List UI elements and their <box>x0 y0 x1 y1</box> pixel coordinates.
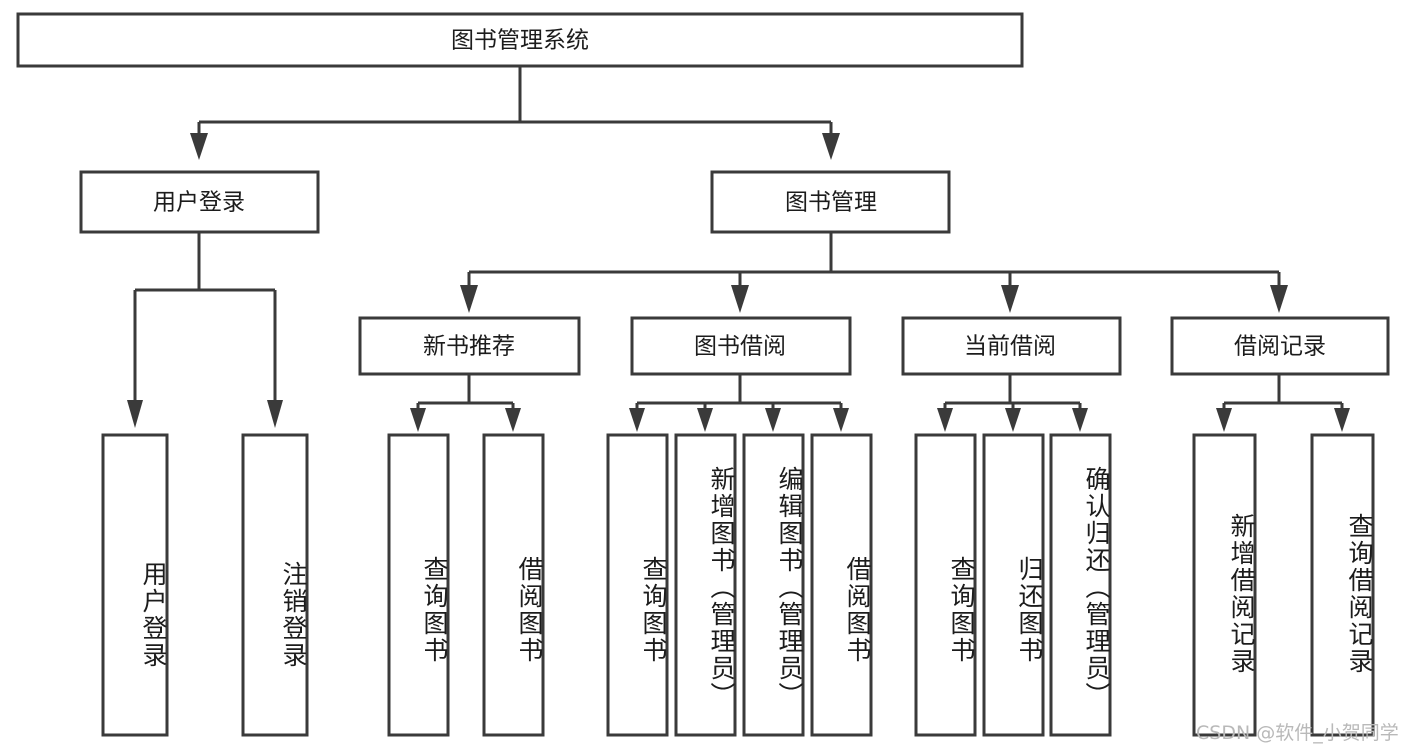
node-current-borrow-label: 当前借阅 <box>964 334 1056 360</box>
leaf-box-borrow-record-2[interactable] <box>1310 433 1375 737</box>
leaf-box-user-login-1[interactable] <box>101 433 169 737</box>
arrowhead-user-login <box>190 133 208 160</box>
connector-group-book-borrow <box>629 374 849 432</box>
arrowhead-book-manage <box>822 133 840 160</box>
connector-group-book-manage <box>460 232 1288 313</box>
connector-group-current-borrow <box>937 374 1088 432</box>
node-book-manage[interactable]: 图书管理 <box>710 170 951 234</box>
arrowhead-leaf-bb-2 <box>697 408 713 432</box>
node-book-borrow-box[interactable] <box>630 316 852 376</box>
arrowhead-leaf-bb-1 <box>629 408 645 432</box>
leaf-box-new-book-1[interactable] <box>387 433 450 737</box>
arrowhead-borrow-record <box>1270 285 1288 313</box>
arrowhead-leaf-ul-1 <box>127 400 143 428</box>
leaf-box-user-login-2[interactable] <box>241 433 309 737</box>
node-root[interactable]: 图书管理系统 <box>16 12 1024 68</box>
arrowhead-leaf-ul-2 <box>267 400 283 428</box>
node-book-borrow-label: 图书借阅 <box>694 334 786 360</box>
node-user-login-box[interactable] <box>79 170 320 234</box>
node-new-book-recommend[interactable]: 新书推荐 <box>358 316 581 376</box>
node-borrow-record-label: 借阅记录 <box>1234 334 1326 360</box>
leaf-box-current-borrow-1[interactable] <box>914 433 977 737</box>
leaf-box-current-borrow-2[interactable] <box>982 433 1045 737</box>
connector-group-user-login <box>127 232 283 428</box>
arrowhead-leaf-nb-1 <box>410 408 426 432</box>
arrowhead-leaf-br-1 <box>1216 408 1232 432</box>
leaf-box-new-book-2[interactable] <box>482 433 545 737</box>
arrowhead-leaf-cb-1 <box>937 408 953 432</box>
leaf-box-book-borrow-2[interactable] <box>674 433 737 737</box>
node-borrow-record-box[interactable] <box>1170 316 1390 376</box>
csdn-watermark: CSDN @软件_小贺同学 <box>1196 722 1399 744</box>
arrowhead-book-borrow <box>731 285 749 313</box>
node-new-book-recommend-label: 新书推荐 <box>423 334 515 360</box>
leaf-box-current-borrow-3[interactable] <box>1049 433 1112 737</box>
node-book-manage-box[interactable] <box>710 170 951 234</box>
arrowhead-new-book <box>460 285 478 313</box>
arrowhead-leaf-br-2 <box>1334 408 1350 432</box>
connector-group-new-book <box>410 374 521 432</box>
connector-group-borrow-record <box>1216 374 1350 432</box>
node-current-borrow-box[interactable] <box>901 316 1122 376</box>
arrowhead-leaf-cb-3 <box>1072 408 1088 432</box>
connector-group-root <box>190 66 840 160</box>
node-book-manage-label: 图书管理 <box>785 190 877 216</box>
arrowhead-leaf-bb-4 <box>833 408 849 432</box>
arrowhead-leaf-bb-3 <box>765 408 781 432</box>
arrowhead-leaf-cb-2 <box>1005 408 1021 432</box>
leaf-box-book-borrow-1[interactable] <box>606 433 669 737</box>
leaf-box-borrow-record-1[interactable] <box>1192 433 1257 737</box>
node-root-box[interactable] <box>16 12 1024 68</box>
node-root-label: 图书管理系统 <box>451 28 589 54</box>
node-book-borrow[interactable]: 图书借阅 <box>630 316 852 376</box>
arrowhead-leaf-nb-2 <box>505 408 521 432</box>
node-user-login[interactable]: 用户登录 <box>79 170 320 234</box>
node-current-borrow[interactable]: 当前借阅 <box>901 316 1122 376</box>
arrowhead-current-borrow <box>1001 285 1019 313</box>
node-new-book-recommend-box[interactable] <box>358 316 581 376</box>
leaf-box-book-borrow-3[interactable] <box>742 433 805 737</box>
node-user-login-label: 用户登录 <box>153 190 245 216</box>
leaf-box-book-borrow-4[interactable] <box>810 433 873 737</box>
node-borrow-record[interactable]: 借阅记录 <box>1170 316 1390 376</box>
